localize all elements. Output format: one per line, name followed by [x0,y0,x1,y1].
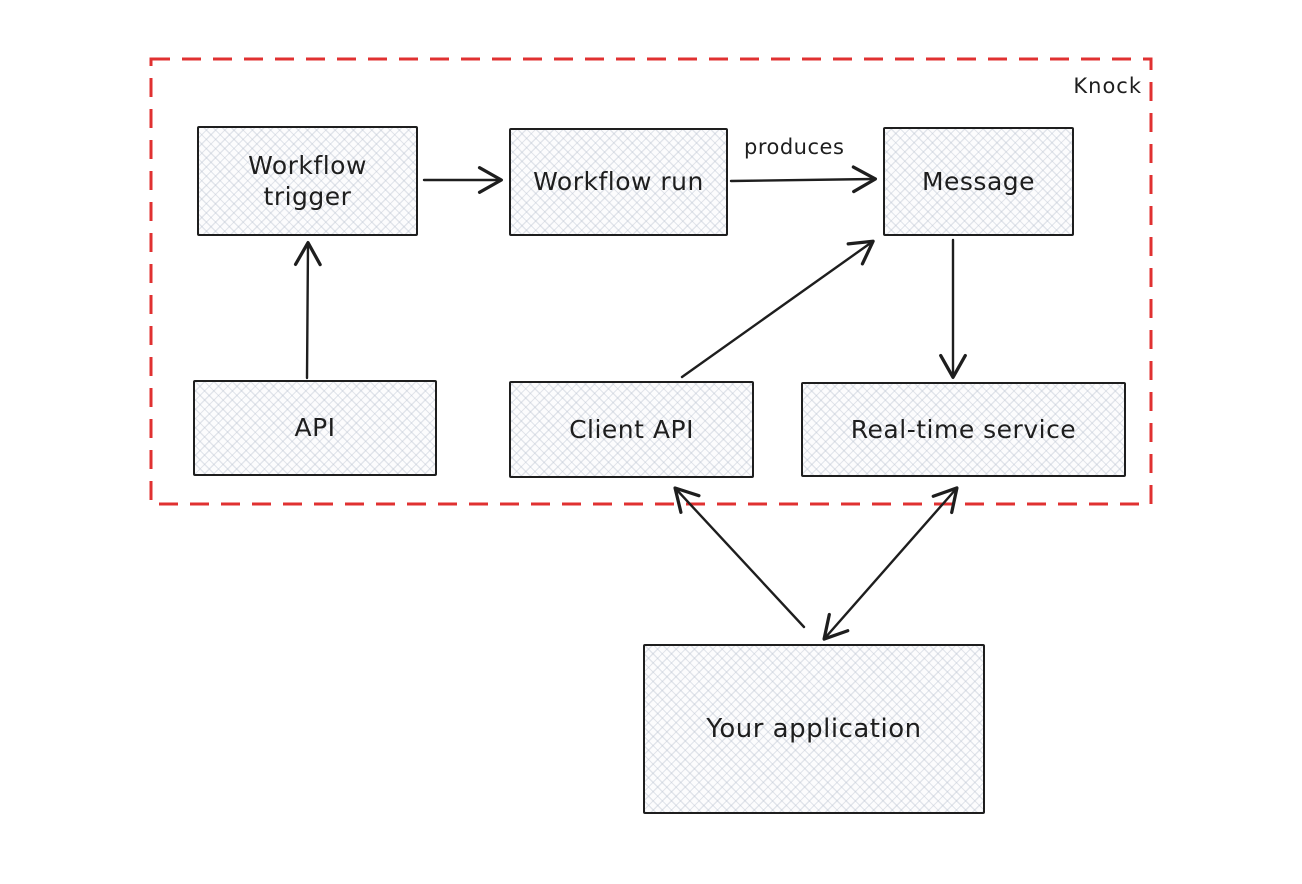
node-client-api-label: Client API [569,414,694,444]
node-api: API [193,380,437,476]
edge-api-to-workflow-trigger [293,241,322,380]
knock-boundary-label: Knock [1073,74,1142,98]
node-workflow-run-label: Workflow run [533,167,704,197]
node-api-label: API [294,413,336,443]
edge-your-application-to-client-api [673,486,806,629]
edge-client-api-to-message [680,239,875,379]
node-realtime-service: Real-time service [801,382,1126,477]
node-workflow-trigger: Workflow trigger [197,126,418,236]
node-realtime-service-label: Real-time service [850,414,1077,444]
node-message-label: Message [921,166,1036,196]
edge-workflow-run-to-message [729,165,877,194]
node-workflow-run: Workflow run [509,128,728,236]
node-message: Message [883,127,1074,236]
edge-your-application-realtime-service-bidirectional [822,486,959,641]
edge-label-produces: produces [744,135,845,159]
node-your-application-label: Your application [706,713,922,744]
knock-boundary-rect [149,57,1153,506]
node-client-api: Client API [509,381,754,478]
node-workflow-trigger-label: Workflow trigger [248,150,367,211]
node-your-application: Your application [643,644,985,814]
